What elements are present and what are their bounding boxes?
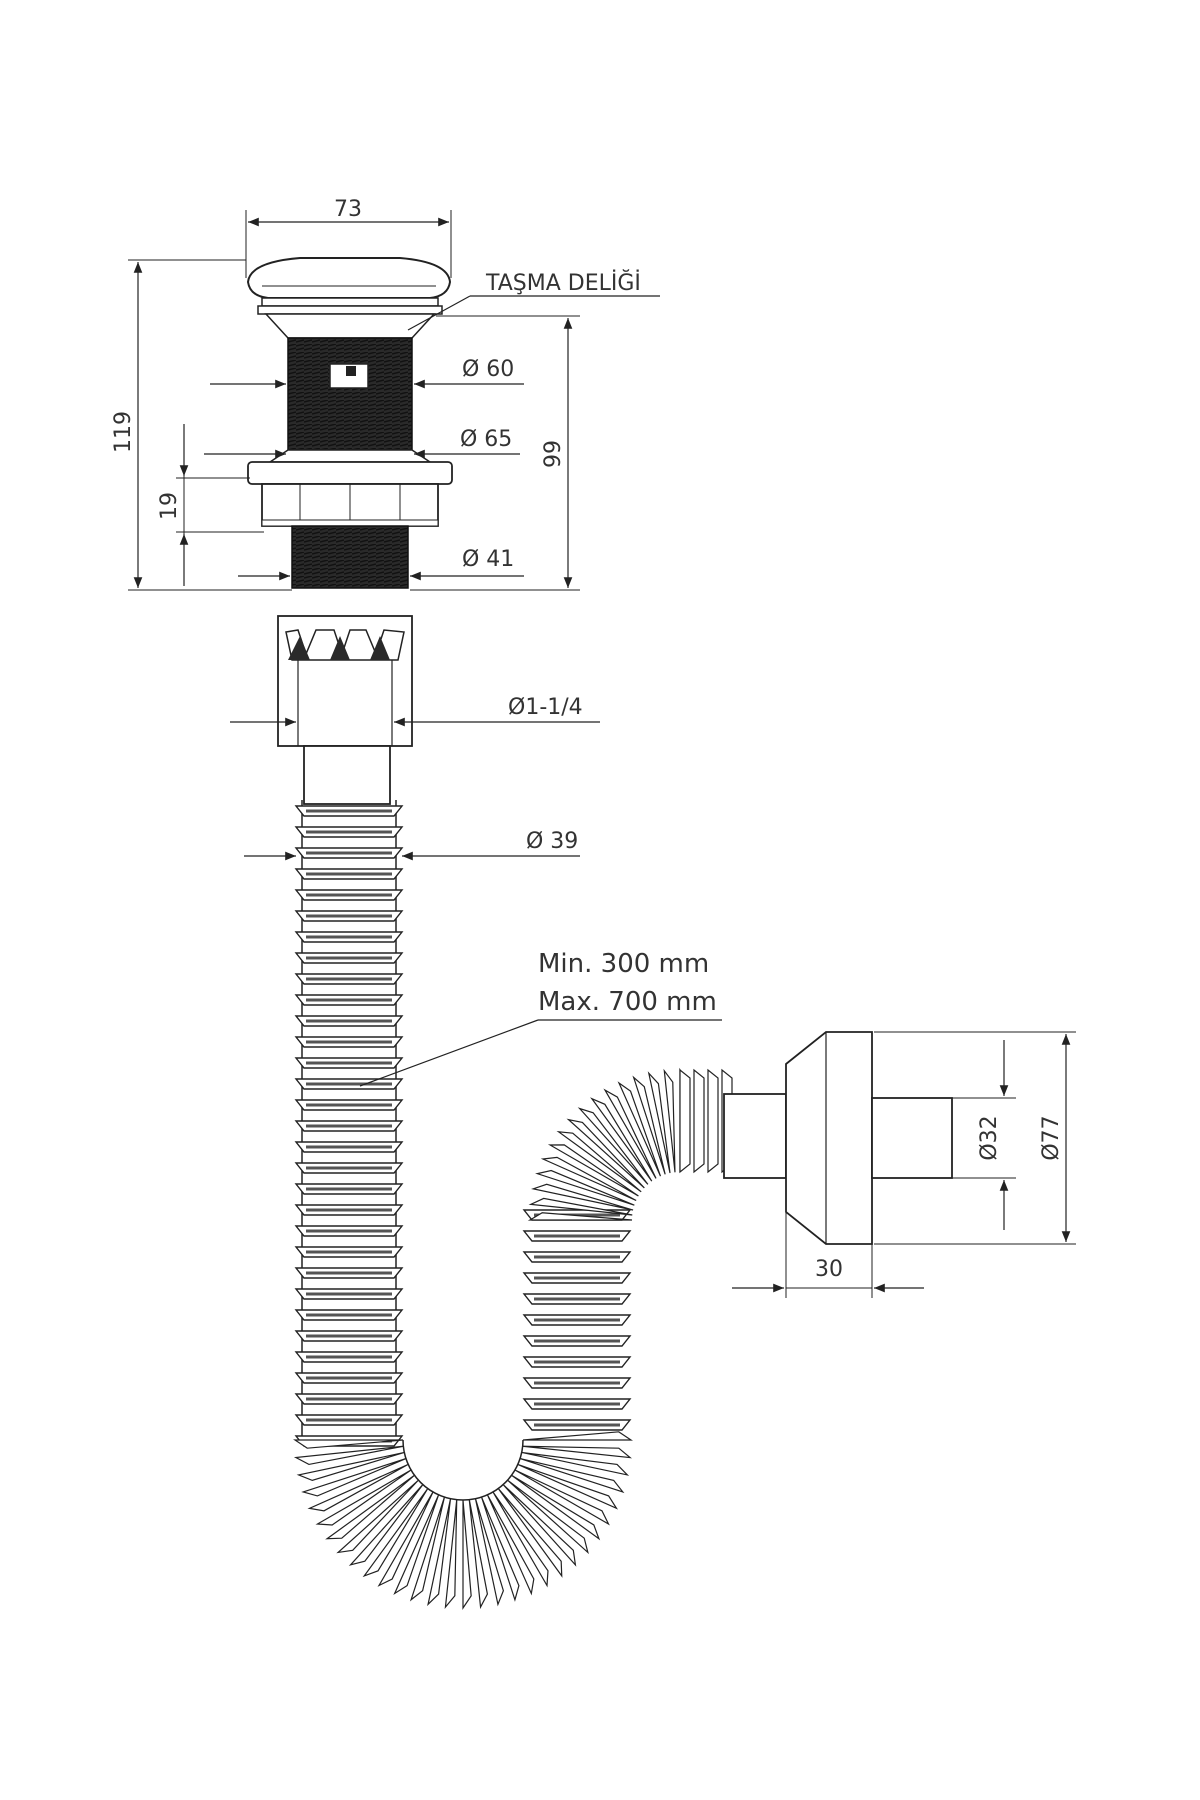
bend-rib — [521, 1451, 630, 1476]
dim-flange-depth-label: 30 — [815, 1257, 843, 1282]
length-min-label: Min. 300 mm — [538, 949, 709, 979]
upper-bend-rib — [590, 1097, 653, 1182]
hose-rib — [707, 1068, 719, 1174]
bend-rib — [296, 1451, 405, 1482]
length-range-note: Min. 300 mm Max. 700 mm — [359, 949, 722, 1087]
upper-bend-rib — [527, 1212, 633, 1221]
popup-waste — [246, 257, 453, 589]
bend-rib — [336, 1479, 419, 1554]
bend-rib — [519, 1457, 625, 1494]
flange-pipe — [871, 1097, 953, 1179]
dim-nut-height-label: 19 — [157, 492, 182, 520]
bend-rib — [480, 1496, 520, 1602]
bend-rib — [301, 1457, 407, 1497]
dim-dia-60: Ø 60 — [210, 357, 524, 389]
hose-rib — [693, 1068, 705, 1174]
upper-bend-rib — [577, 1107, 649, 1185]
threaded-body — [287, 337, 413, 451]
upper-bend-rib — [617, 1081, 662, 1177]
bend-rib — [522, 1445, 632, 1459]
dim-dia-inch: Ø1-1/4 — [230, 695, 600, 727]
bend-rib — [315, 1469, 412, 1526]
dim-dia-65-label: Ø 65 — [460, 427, 512, 452]
upper-bend-rib — [566, 1118, 645, 1189]
dim-dia-41-label: Ø 41 — [462, 547, 514, 572]
trap-adapter — [277, 615, 413, 805]
dim-dia-inch-label: Ø1-1/4 — [508, 695, 583, 720]
bend-rib — [462, 1499, 472, 1610]
bend-rib — [468, 1499, 489, 1610]
flange-cone — [785, 1031, 873, 1245]
upper-bend-rib — [603, 1088, 657, 1179]
dim-dia-32-label: Ø32 — [977, 1115, 1002, 1160]
flexible-hose — [293, 800, 733, 1610]
bend-rib — [293, 1445, 404, 1466]
flange — [247, 461, 453, 485]
dim-dia-77-label: Ø77 — [1039, 1115, 1064, 1160]
dim-cap-width-label: 73 — [334, 197, 362, 222]
bend-rib — [492, 1491, 549, 1588]
bend-rib — [511, 1474, 601, 1541]
bend-rib — [522, 1431, 633, 1441]
bend-rib — [507, 1479, 589, 1555]
dim-dia-41: Ø 41 — [238, 547, 524, 581]
dim-dia-77: Ø77 — [874, 1031, 1076, 1245]
bend-rib — [474, 1498, 505, 1607]
dim-body-height: 99 — [410, 315, 580, 591]
hose-rib — [679, 1068, 691, 1174]
dim-total-height: 119 — [111, 259, 292, 591]
bend-rib — [444, 1499, 458, 1609]
cap — [246, 257, 452, 299]
bend-inner — [402, 1439, 524, 1501]
bend-rib — [362, 1488, 429, 1578]
bend-rib — [307, 1463, 409, 1512]
upper-bend-rib — [535, 1169, 635, 1206]
dim-dia-39: Ø 39 — [244, 829, 580, 861]
overflow-hole-callout: TAŞMA DELİĞİ — [407, 270, 660, 331]
dim-dia-39-label: Ø 39 — [526, 829, 578, 854]
dim-dia-60-label: Ø 60 — [462, 357, 514, 382]
upper-bend-rib — [547, 1144, 639, 1197]
adapter-tube — [303, 745, 391, 805]
upper-bend-rib — [663, 1068, 676, 1173]
dim-flange-depth: 30 — [732, 1212, 924, 1298]
bend-rib — [427, 1498, 452, 1607]
upper-bend-rib — [556, 1131, 642, 1193]
upper-bend-rib — [540, 1156, 637, 1202]
length-max-label: Max. 700 mm — [538, 987, 717, 1017]
overflow-hole-label: TAŞMA DELİĞİ — [485, 270, 641, 296]
dim-dia-32: Ø32 — [952, 1040, 1016, 1230]
bend-rib — [502, 1484, 577, 1567]
bend-rib — [517, 1463, 619, 1510]
wall-flange — [723, 1031, 953, 1245]
bend-rib — [514, 1469, 610, 1526]
flange-collar — [723, 1093, 787, 1179]
upper-bend-rib — [647, 1071, 671, 1174]
upper-bend-rib — [531, 1183, 634, 1211]
dim-dia-65: Ø 65 — [204, 427, 520, 459]
dim-nut-height: 19 — [157, 424, 264, 586]
bend-rib — [497, 1488, 563, 1578]
upper-bend-rib — [632, 1075, 666, 1175]
dim-body-height-label: 99 — [541, 440, 566, 468]
bend-rib — [325, 1474, 415, 1540]
bend-rib — [393, 1494, 440, 1596]
dim-cap-width: 73 — [245, 197, 452, 278]
bend-rib — [409, 1496, 446, 1602]
upper-bend-rib — [528, 1197, 633, 1216]
bend-rib — [377, 1491, 434, 1587]
bend-rib — [293, 1439, 404, 1449]
dim-total-height-label: 119 — [111, 411, 136, 453]
bend-rib — [348, 1484, 424, 1566]
bend-rib — [486, 1494, 535, 1596]
lower-thread — [291, 525, 409, 589]
